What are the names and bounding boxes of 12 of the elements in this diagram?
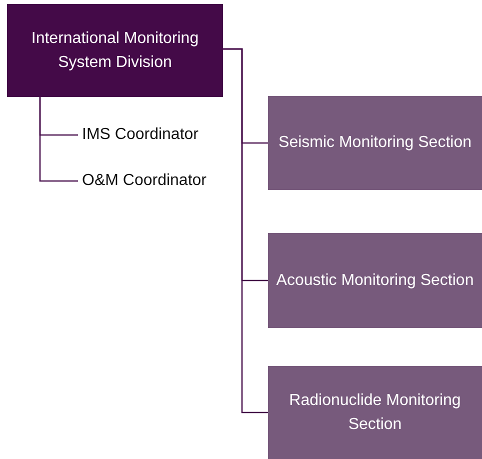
coordinator-label: IMS Coordinator [82, 122, 232, 148]
box-title: International Monitoring System Division [30, 29, 200, 72]
coordinator-label: O&M Coordinator [82, 168, 232, 194]
box-title: Seismic Monitoring Section [278, 133, 472, 154]
division-box [7, 4, 223, 97]
connector-line [223, 48, 268, 414]
section-box [268, 366, 482, 459]
box-title: Radionuclide Monitoring Section [288, 391, 462, 434]
box-title: Acoustic Monitoring Section [276, 270, 474, 291]
connector-line [39, 97, 78, 182]
section-box [268, 96, 482, 190]
section-box [268, 233, 482, 328]
